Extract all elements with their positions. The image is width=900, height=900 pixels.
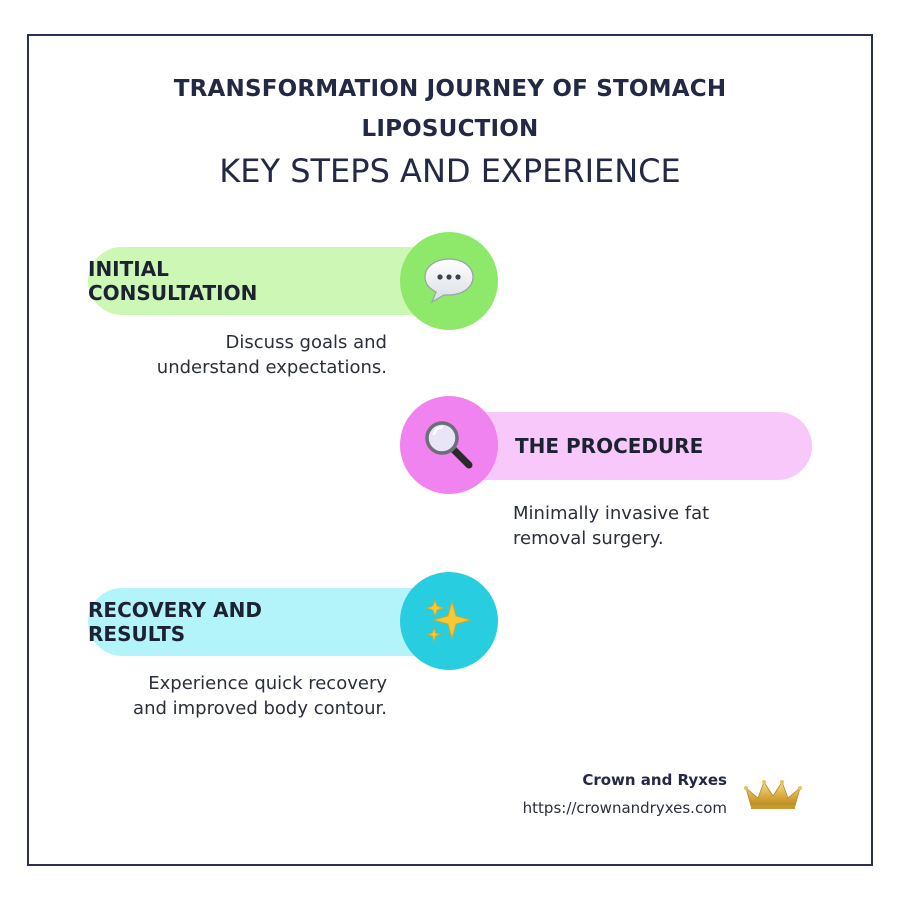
step-1-desc-line-2: understand expectations. [156, 357, 387, 378]
step-1-pill: INITIAL CONSULTATION [88, 247, 448, 315]
step-3-icon-circle [400, 572, 498, 670]
speech-bubble-icon [424, 258, 474, 304]
title-line-2: LIPOSUCTION [361, 116, 539, 142]
infographic-frame [27, 34, 873, 866]
magnifying-glass-icon [425, 421, 473, 469]
subtitle: KEY STEPS AND EXPERIENCE [219, 152, 681, 190]
step-2-description: Minimally invasive fat removal surgery. [513, 501, 709, 551]
step-1-icon-circle [400, 232, 498, 330]
step-1-description: Discuss goals and understand expectation… [157, 330, 387, 380]
brand-url[interactable]: https://crownandryxes.com [522, 799, 727, 817]
step-2-icon-circle [400, 396, 498, 494]
step-3-description: Experience quick recovery and improved b… [133, 671, 387, 721]
step-2-label: THE PROCEDURE [515, 434, 704, 458]
crown-icon [744, 780, 802, 809]
step-3-desc-line-2: and improved body contour. [133, 698, 387, 719]
step-1-desc-line-1: Discuss goals and [225, 332, 387, 353]
step-2-desc-line-2: removal surgery. [513, 528, 664, 549]
step-2-desc-line-1: Minimally invasive fat [513, 503, 710, 524]
step-3-pill: RECOVERY AND RESULTS [88, 588, 448, 656]
step-3-label: RECOVERY AND RESULTS [88, 598, 262, 646]
step-1-label: INITIAL CONSULTATION [88, 257, 258, 305]
step-3-desc-line-1: Experience quick recovery [148, 673, 387, 694]
title-line-1: TRANSFORMATION JOURNEY OF STOMACH [173, 76, 727, 102]
brand-name: Crown and Ryxes [582, 771, 727, 789]
sparkles-icon [425, 598, 472, 643]
